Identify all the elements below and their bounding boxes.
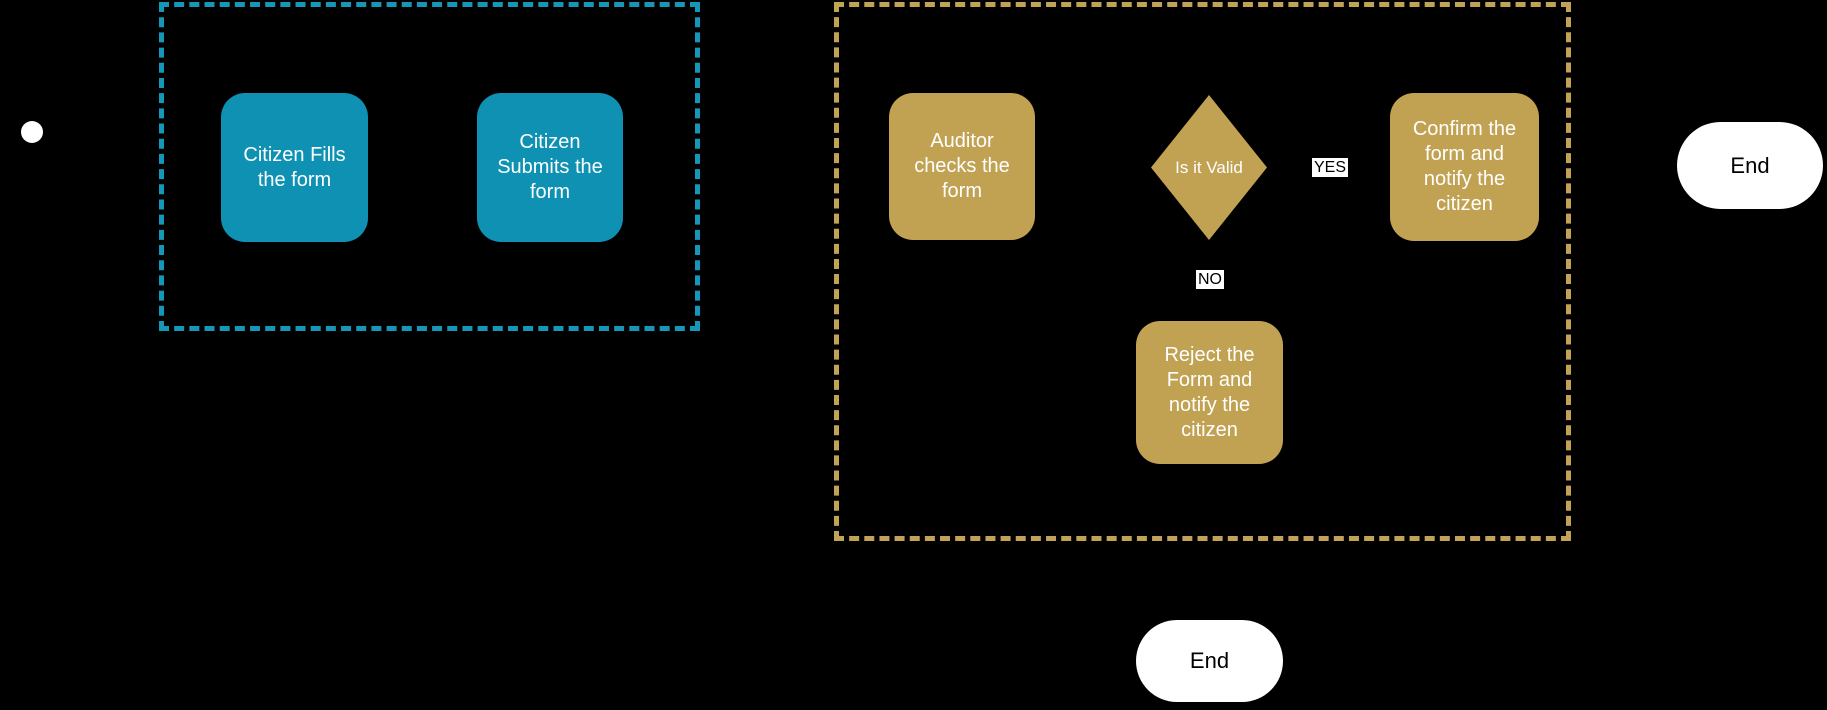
task-reject-and-notify[interactable]: Reject the Form and notify the citizen (1136, 321, 1283, 464)
task-label: Reject the Form and notify the citizen (1164, 343, 1255, 441)
edge-label-no[interactable]: NO (1196, 270, 1224, 289)
task-label: Auditor checks the form (914, 130, 1010, 202)
task-citizen-fills-form[interactable]: Citizen Fills the form (221, 93, 368, 242)
end-label: End (1730, 152, 1770, 178)
end-label: End (1189, 648, 1230, 673)
citizen-lane-group[interactable] (159, 2, 700, 331)
auditor-lane-group[interactable] (834, 2, 1571, 541)
task-citizen-submits-form[interactable]: Citizen Submits the form (477, 93, 623, 242)
task-label: Confirm the form and notify the citizen (1412, 118, 1517, 215)
end-node-reject-path[interactable]: End (1136, 620, 1283, 702)
task-label: Citizen Fills the form (243, 143, 346, 191)
task-confirm-and-notify[interactable]: Confirm the form and notify the citizen (1390, 93, 1539, 241)
task-auditor-checks-form[interactable]: Auditor checks the form (889, 93, 1035, 240)
edge-label-yes[interactable]: YES (1312, 158, 1349, 177)
start-node[interactable] (21, 121, 43, 143)
decision-label: Is it Valid (1175, 157, 1243, 177)
end-node-confirm-path[interactable]: End (1677, 122, 1823, 209)
task-label: Citizen Submits the form (497, 131, 603, 203)
